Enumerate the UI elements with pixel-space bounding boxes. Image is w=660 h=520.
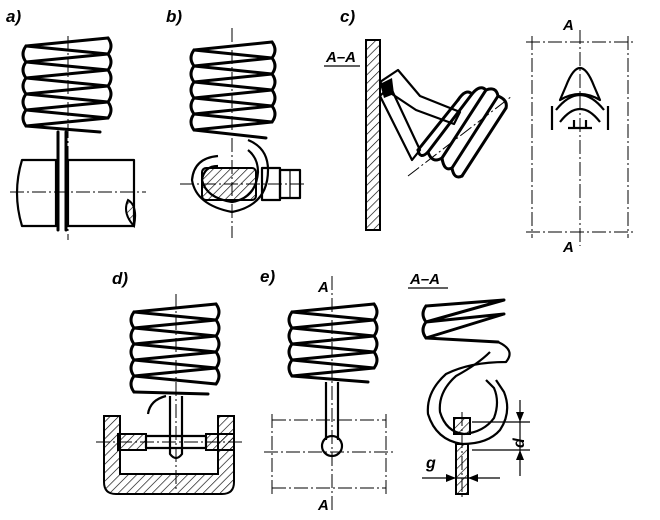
panel-c-view: A A	[526, 17, 636, 256]
panel-e-dim-g: g	[425, 455, 436, 472]
panel-e-section-label: A–A	[409, 271, 440, 288]
panel-c-section-label: A–A	[325, 49, 356, 66]
panel-b-pin	[180, 166, 304, 202]
panel-b-label: b)	[166, 7, 182, 26]
panel-b: b)	[166, 7, 304, 238]
panel-d-spring	[129, 294, 221, 492]
panel-e-label: e)	[260, 267, 275, 286]
panel-a-shaft	[10, 158, 146, 229]
panel-e-front: A A	[264, 276, 394, 514]
panel-e-view-label-bottom: A	[317, 497, 329, 514]
panel-e: e) A A A–A	[260, 267, 530, 514]
panel-d: d)	[96, 269, 244, 495]
panel-a-spring	[21, 36, 113, 240]
panel-c-label: c)	[340, 7, 355, 26]
panel-c-view-label-bottom: A	[562, 239, 574, 256]
panel-e-view-label-top: A	[317, 279, 329, 296]
panel-d-label: d)	[112, 269, 128, 288]
panel-a: a)	[6, 7, 146, 240]
panel-c-view-label-top: A	[562, 17, 574, 34]
panel-c-plate	[365, 39, 381, 231]
panel-a-label: a)	[6, 7, 21, 26]
panel-b-spring	[189, 28, 277, 238]
panel-c-spring	[378, 68, 513, 179]
panel-e-dim-d: d	[511, 437, 528, 448]
panel-c: c) A–A A A	[324, 7, 636, 256]
panel-d-bracket	[96, 415, 244, 495]
panel-e-section: A–A d g	[408, 271, 530, 500]
